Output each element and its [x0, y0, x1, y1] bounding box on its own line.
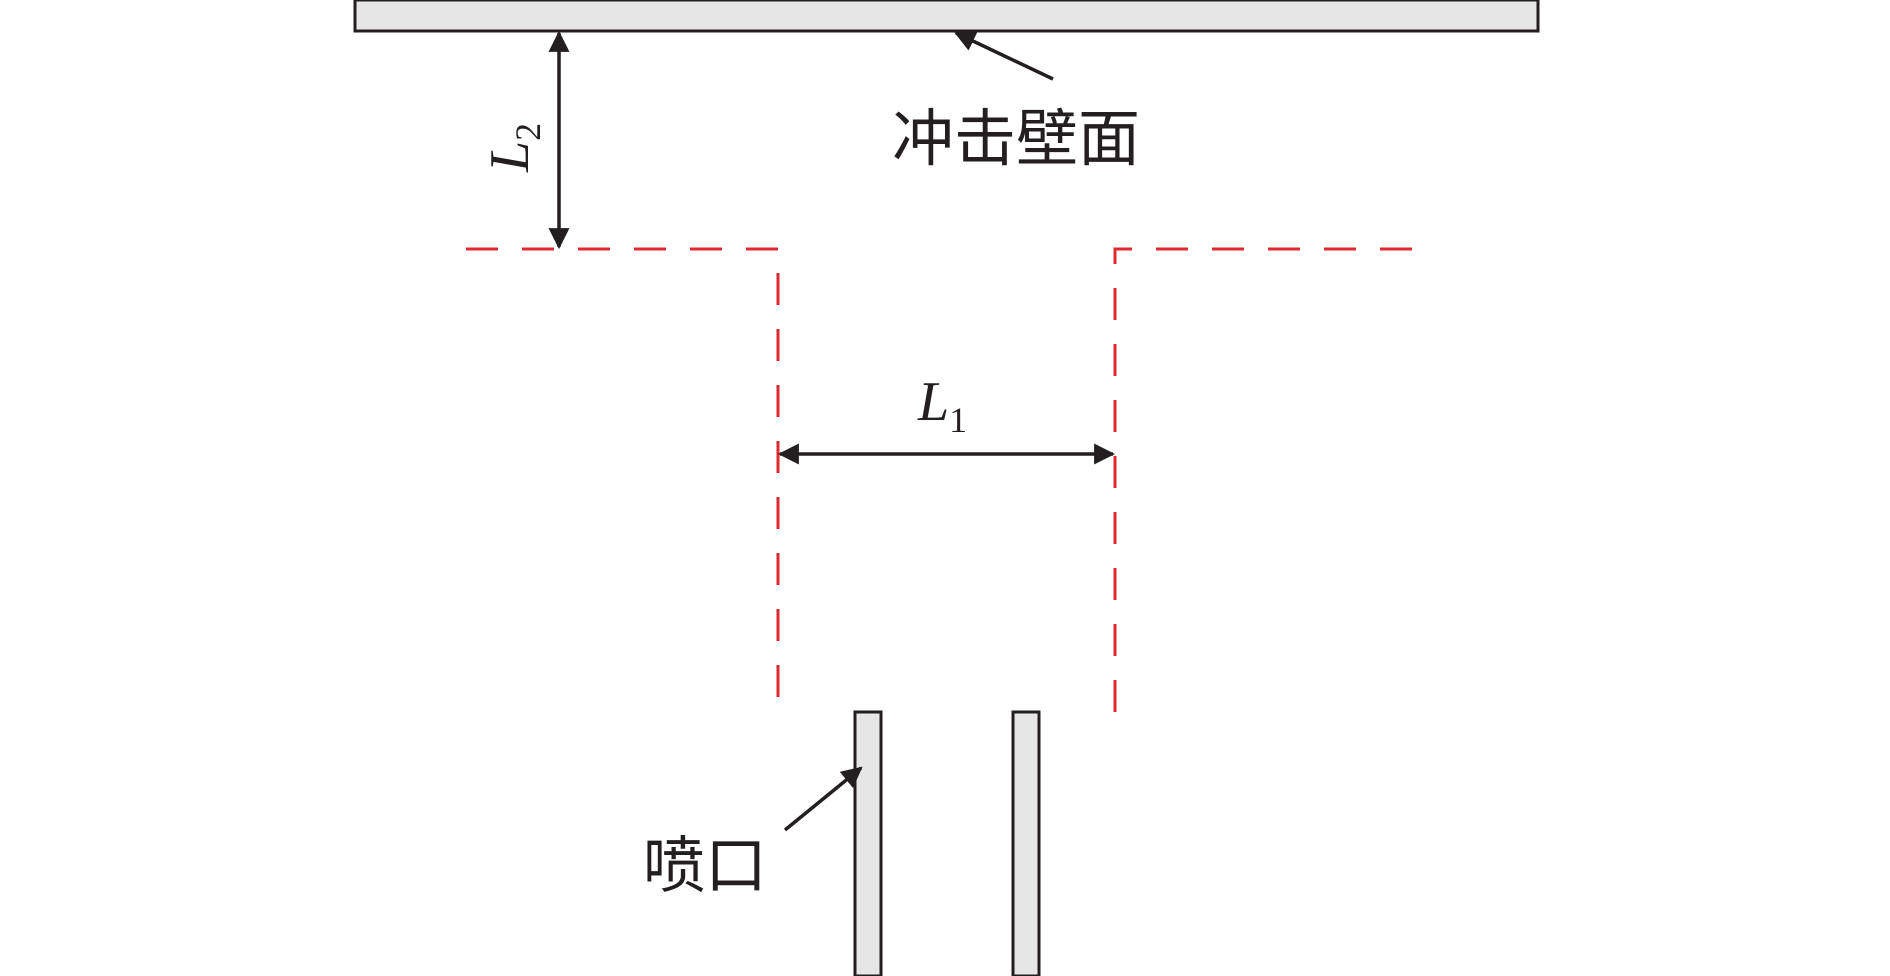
- l1-label-sub: 1: [949, 400, 967, 440]
- wall-leader-arrow: [954, 31, 1054, 81]
- l2-label: L2: [479, 123, 548, 173]
- nozzle-right-wall: [1011, 710, 1041, 976]
- nozzle-leader-arrow: [783, 766, 863, 832]
- dashed-region-boundary: [466, 247, 1428, 712]
- l1-label: L1: [917, 371, 967, 440]
- impingement-wall-plate: [353, 0, 1540, 33]
- wall-label: 冲击壁面: [892, 102, 1140, 175]
- nozzle-label: 喷口: [643, 829, 767, 902]
- l2-label-sub: 2: [508, 123, 548, 141]
- l2-label-var: L: [479, 141, 541, 173]
- l1-label-var: L: [917, 371, 949, 433]
- nozzle-left-wall: [853, 710, 883, 976]
